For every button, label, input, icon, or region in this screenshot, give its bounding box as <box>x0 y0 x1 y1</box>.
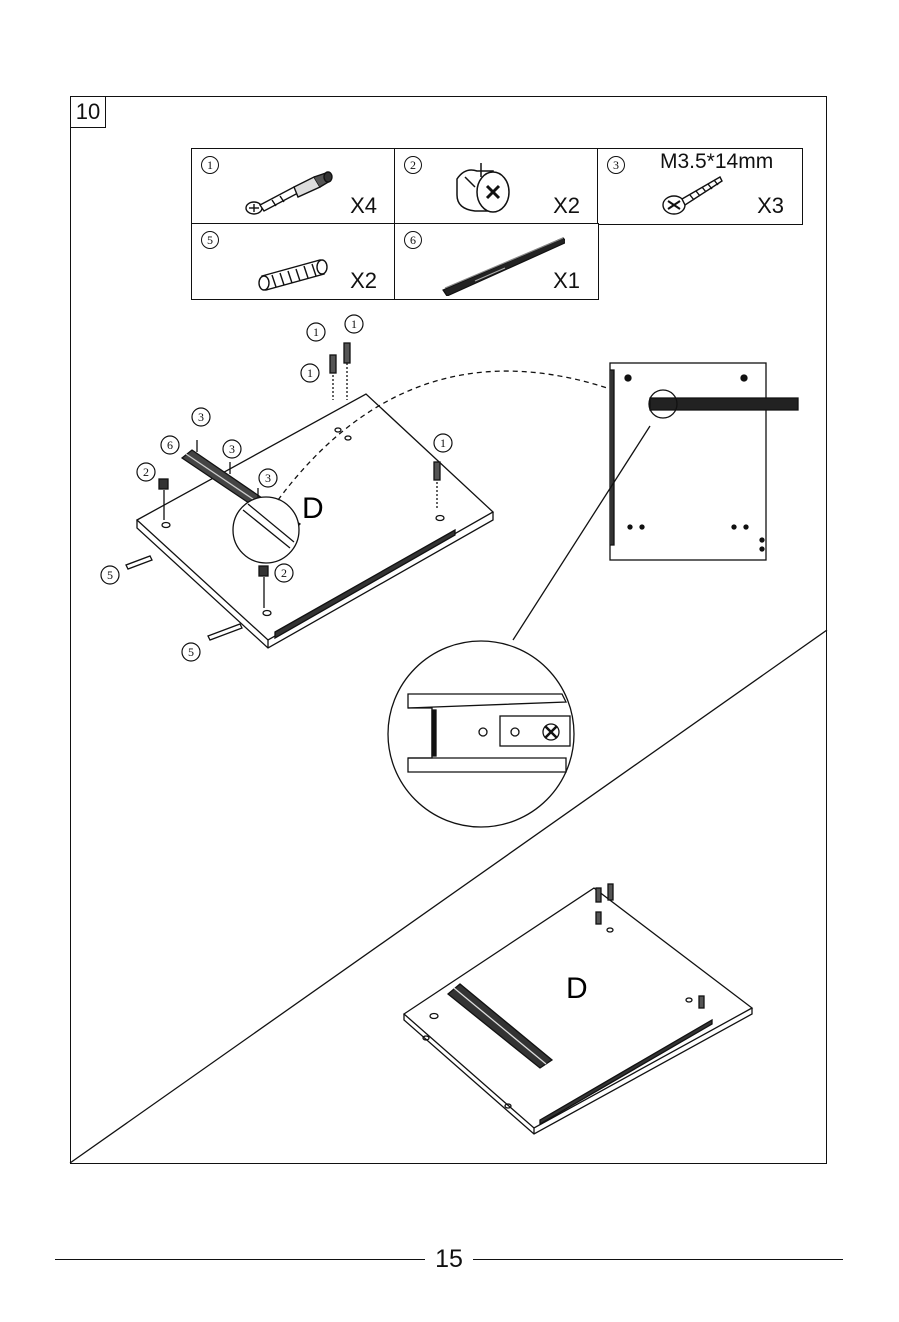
svg-text:1: 1 <box>313 325 319 339</box>
callout-3: 3 <box>259 469 277 487</box>
panel-label-d: D <box>302 492 324 525</box>
svg-text:5: 5 <box>188 645 194 659</box>
cam-lock <box>259 566 268 576</box>
panel-label-d-result: D <box>566 972 588 1005</box>
side-slide <box>650 398 798 410</box>
callout-3: 3 <box>223 440 241 458</box>
cam-bolt <box>330 355 336 373</box>
callout-5: 5 <box>101 566 119 584</box>
callout-3: 3 <box>192 408 210 426</box>
callout-1: 1 <box>307 323 325 341</box>
page-number: 15 <box>425 1244 473 1274</box>
detail-circle-d <box>233 497 299 563</box>
footer-rule-left <box>55 1259 425 1260</box>
callout-2: 2 <box>137 463 155 481</box>
dowel <box>126 556 152 569</box>
svg-text:3: 3 <box>198 410 204 424</box>
side-panel <box>610 363 766 560</box>
svg-text:1: 1 <box>440 436 446 450</box>
svg-text:2: 2 <box>281 566 287 580</box>
footer-rule-right <box>473 1259 843 1260</box>
cam-bolt <box>434 462 440 480</box>
callout-6: 6 <box>161 436 179 454</box>
callout-5: 5 <box>182 643 200 661</box>
callout-1: 1 <box>434 434 452 452</box>
svg-text:1: 1 <box>351 317 357 331</box>
svg-text:1: 1 <box>307 366 313 380</box>
svg-text:2: 2 <box>143 465 149 479</box>
callout-2: 2 <box>275 564 293 582</box>
svg-text:5: 5 <box>107 568 113 582</box>
svg-text:6: 6 <box>167 438 173 452</box>
callout-1: 1 <box>301 364 319 382</box>
cam-bolt <box>344 343 350 363</box>
svg-text:3: 3 <box>265 471 271 485</box>
callout-1: 1 <box>345 315 363 333</box>
cam-lock <box>159 479 168 489</box>
dowel <box>208 624 242 640</box>
svg-text:3: 3 <box>229 442 235 456</box>
